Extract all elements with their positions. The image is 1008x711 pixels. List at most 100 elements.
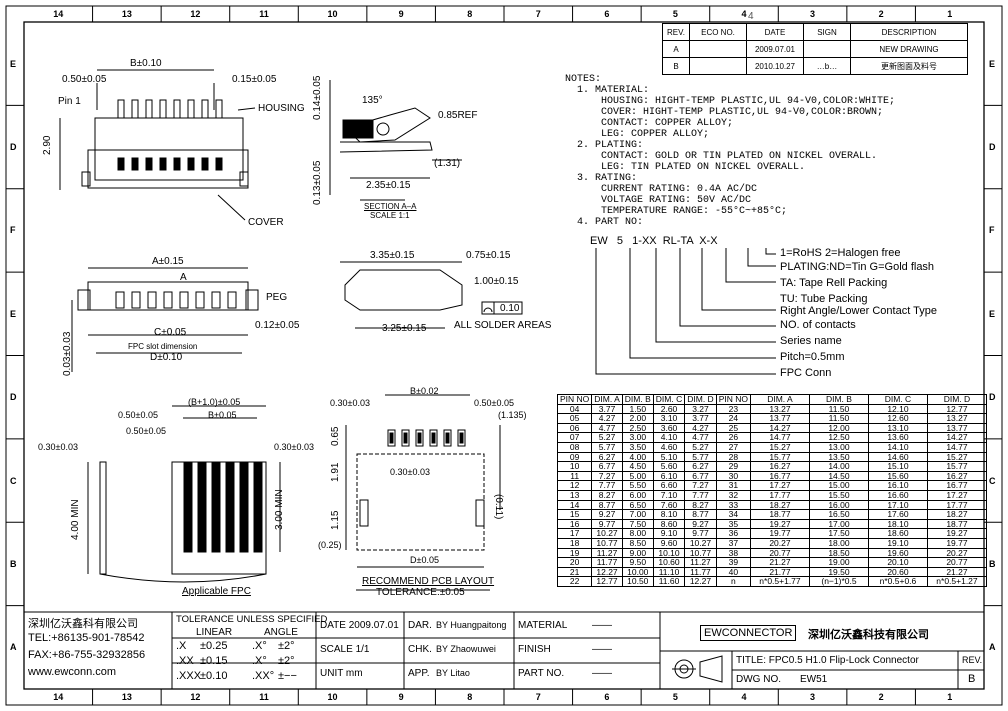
part-number-explanation: Right Angle/Lower Contact Type [780,305,937,317]
dim-325: 3.25±0.15 [382,323,427,334]
dim-fpc-050b: 0.50±0.05 [126,426,166,436]
grid-row-label: F [10,225,16,236]
pin-table-header: DIM. B [621,394,654,405]
pcb-tolerance: TOLERANCE:±0.05 [376,587,465,598]
pcb-pad [443,429,452,447]
dim-013: 0.13±0.05 [312,160,323,205]
grid-row-label: E [10,58,17,69]
grid-col-label: 14 [53,692,64,702]
title-block-lines [24,611,984,689]
drawing-title: TITLE: FPC0.5 H1.0 Flip-Lock Connector [736,655,919,666]
contact-slot [115,291,125,309]
dim-050: 0.50±0.05 [62,74,107,85]
revision-header: DATE [746,23,804,41]
dim-c: C±0.05 [154,327,187,338]
angle-135: 135° [362,95,383,106]
fpc-view [87,405,281,583]
grid-col-label: 9 [398,692,404,702]
pin-table-header: DIM. C [652,394,686,405]
grid-col-label: 9 [398,9,404,19]
grid-row-label: F [989,225,995,236]
contact-pin [145,99,153,119]
dim-b: B±0.10 [130,58,162,69]
part-number-explanation: NO. of contacts [780,319,856,331]
fpc-finger [225,461,235,553]
contact-slot [195,291,205,309]
tolerance-linear-value: ±0.15 [200,655,228,667]
grid-col-label: 6 [604,692,610,702]
sheet-mark: 4 [748,11,754,22]
pin-table-header: DIM. B [808,394,869,405]
fpc-slot-label: FPC slot dimension [128,342,198,351]
dim-014: 0.14±0.05 [312,75,323,120]
section-scale: SCALE 1:1 [370,211,410,220]
dim-fpc-030r: 0.30±0.03 [274,442,314,452]
contact-slot [211,291,221,309]
dim-115: 1.15 [330,510,341,530]
chk-by: BY Zhaowuwei [436,644,496,654]
grid-col-label: 5 [672,692,678,702]
dim-pcb-050: 0.50±0.05 [474,398,514,408]
partno-leaders [595,248,776,375]
grid-row-label: A [10,642,17,653]
tolerance-angle-value: ±−− [278,670,297,682]
contact-slot [163,291,173,309]
peg-label: PEG [266,292,288,303]
notes-block: NOTES: 1. MATERIAL: HOUSING: HIGHT-TEMP … [565,74,896,228]
pin-table-header: PIN NO [715,394,751,405]
grid-row-label: E [10,308,17,319]
tolerance-title: TOLERANCE UNLESS SPECIFIED [176,614,328,625]
grid-row-label: D [10,142,17,153]
tolerance-linear-value: ±0.25 [200,640,228,652]
pin-table-header: DIM. D [684,394,717,405]
pin1-label: Pin 1 [58,96,81,107]
grid-row-label: B [989,558,996,569]
pcb-pad [457,429,466,447]
dim-fpc-b: B±0.05 [208,410,237,420]
contact-slot [131,291,141,309]
company-name-cn: 深圳亿沃鑫科有限公司 [28,618,138,630]
dim-fpc-030l: 0.30±0.03 [38,442,78,452]
dar-by: BY Huangpaitong [436,620,507,630]
fpc-title: Applicable FPC [182,586,251,597]
dim-012: 0.12±0.05 [255,320,300,331]
pin-table-header: DIM. A [749,394,810,405]
dim-d: D±0.10 [150,352,183,363]
contact-pin [131,99,139,119]
revision-header: DESCRIPTION [850,23,968,41]
tolerance-linear-key: .XX [176,655,194,667]
housing-label: HOUSING [258,103,305,114]
grid-col-label: 11 [259,692,269,702]
rev-value: B [968,673,976,685]
chk-label: CHK. [408,644,432,655]
revision-header: ECO NO. [689,23,747,41]
grid-row-label: D [989,392,996,403]
grid-col-label: 12 [190,692,201,702]
dim-131: (1.31) [434,158,461,169]
partno-label: PART NO. [518,668,565,679]
dim-085: 0.85REF [438,110,478,121]
pin-table-header: DIM. D [926,394,987,405]
dim-300: 3.00 MIN [274,489,285,530]
fpc-finger [239,461,249,553]
dim-100: 1.00±0.15 [474,276,519,287]
grid-col-label: 11 [259,9,269,19]
fpc-finger [211,461,221,553]
grid-col-label: 1 [947,9,953,19]
dim-075: 0.75±0.15 [466,250,511,261]
pcb-view [345,394,501,591]
contact-pin [117,99,125,119]
